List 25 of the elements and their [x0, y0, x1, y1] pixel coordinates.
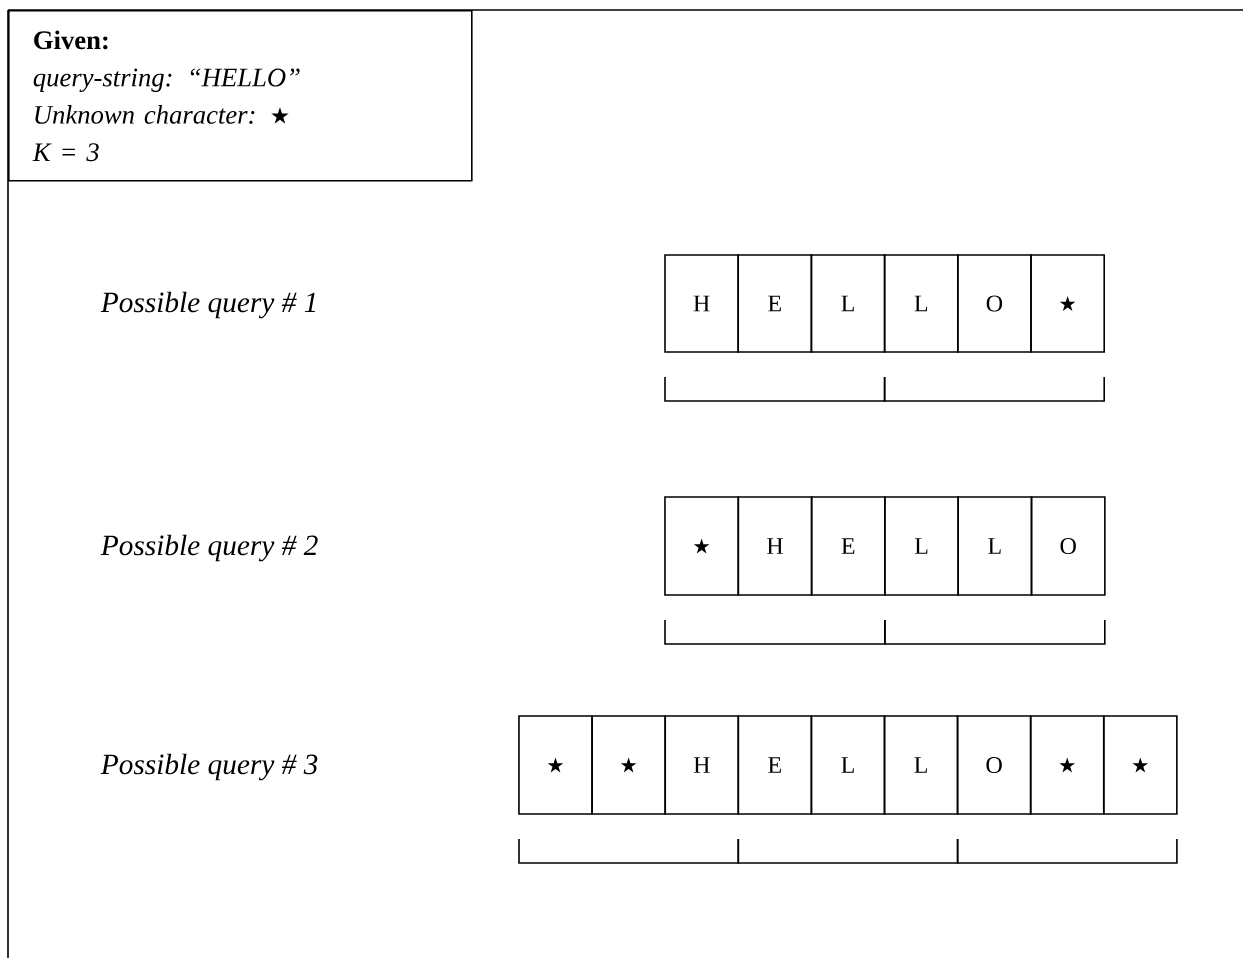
character-cell: E [737, 254, 813, 353]
character-cell: ★ [1029, 715, 1105, 815]
character-cell: L [883, 715, 959, 815]
character-cell: O [957, 254, 1032, 353]
character-cell: O [1030, 496, 1106, 596]
character-cell: E [737, 715, 813, 815]
character-cell: ★ [518, 715, 593, 815]
character-cell: L [883, 254, 959, 353]
character-cell: ★ [1030, 254, 1105, 353]
character-cell: L [957, 496, 1033, 596]
character-cell: H [737, 496, 813, 596]
character-cell: ★ [1102, 715, 1178, 815]
character-cell: O [956, 715, 1032, 815]
character-cell: L [884, 496, 959, 596]
character-cell: L [810, 254, 886, 353]
row-label: Possible query # 3 [100, 753, 318, 781]
character-cell: L [810, 715, 886, 815]
character-cell: H [664, 254, 739, 353]
row-label: Possible query # 1 [100, 291, 316, 319]
given-box: Given: query-string: “HELLO” Unknown character: ★ K = 3 [8, 10, 473, 182]
character-cell: ★ [664, 496, 740, 596]
row-label: Possible query # 2 [100, 534, 318, 562]
character-cell: H [664, 715, 740, 815]
character-cell: ★ [591, 715, 666, 815]
character-cell: E [810, 496, 886, 596]
